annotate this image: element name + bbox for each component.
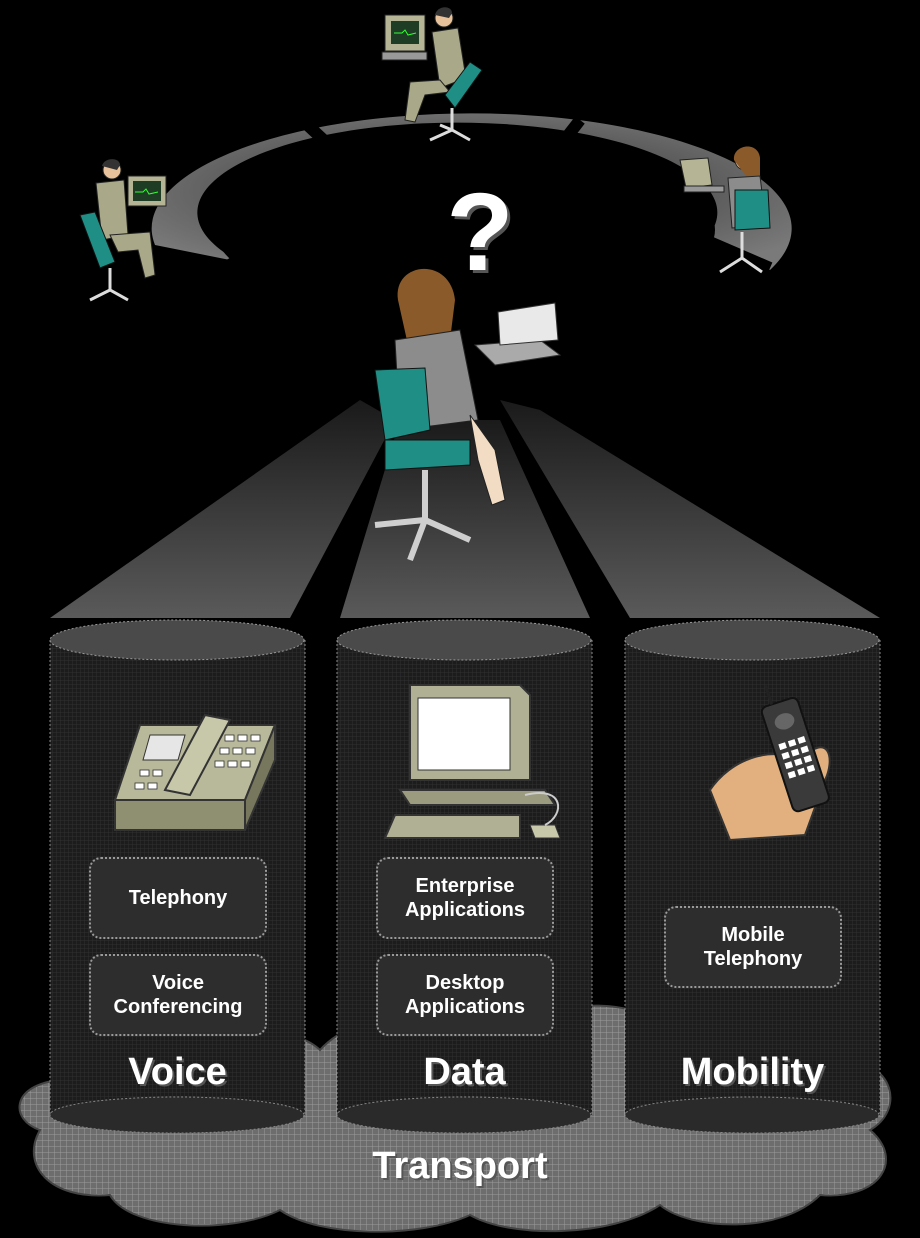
person-at-computer-icon xyxy=(381,7,483,142)
feature-label: Telephony xyxy=(128,887,228,909)
desktop-computer-icon xyxy=(383,684,561,839)
connection-beams xyxy=(50,400,880,618)
transport-label: Transport xyxy=(372,1145,548,1187)
center-question-mark: ? xyxy=(446,171,513,294)
feature-label: Desktop Applications xyxy=(404,972,525,1018)
person-at-laptop-icon xyxy=(374,268,562,562)
pillar-title-data: Data xyxy=(423,1051,506,1093)
feature-label: Enterprise Applications xyxy=(404,875,525,921)
feature-box-desktop-applications: Desktop Applications xyxy=(376,954,554,1036)
feature-label: Mobile Telephony xyxy=(703,924,803,970)
feature-box-telephony: Telephony xyxy=(89,857,267,939)
beam-mobility xyxy=(500,400,880,618)
feature-box-mobile-telephony: Mobile Telephony xyxy=(664,906,842,988)
feature-box-voice-conferencing: Voice Conferencing xyxy=(89,954,267,1036)
person-at-computer-icon xyxy=(79,159,167,302)
pillar-title-mobility: Mobility xyxy=(680,1051,825,1093)
collaboration-ring xyxy=(151,113,792,315)
desk-phone-icon xyxy=(113,713,277,831)
beam-voice xyxy=(50,400,395,618)
beam-data xyxy=(340,420,590,618)
person-at-laptop-icon xyxy=(679,146,771,274)
feature-label: Voice Conferencing xyxy=(113,972,243,1018)
mobile-phone-icon xyxy=(708,684,831,842)
pillar-title-voice: Voice xyxy=(128,1051,227,1093)
feature-box-enterprise-applications: Enterprise Applications xyxy=(376,857,554,939)
pillar-mobility xyxy=(624,619,881,1134)
